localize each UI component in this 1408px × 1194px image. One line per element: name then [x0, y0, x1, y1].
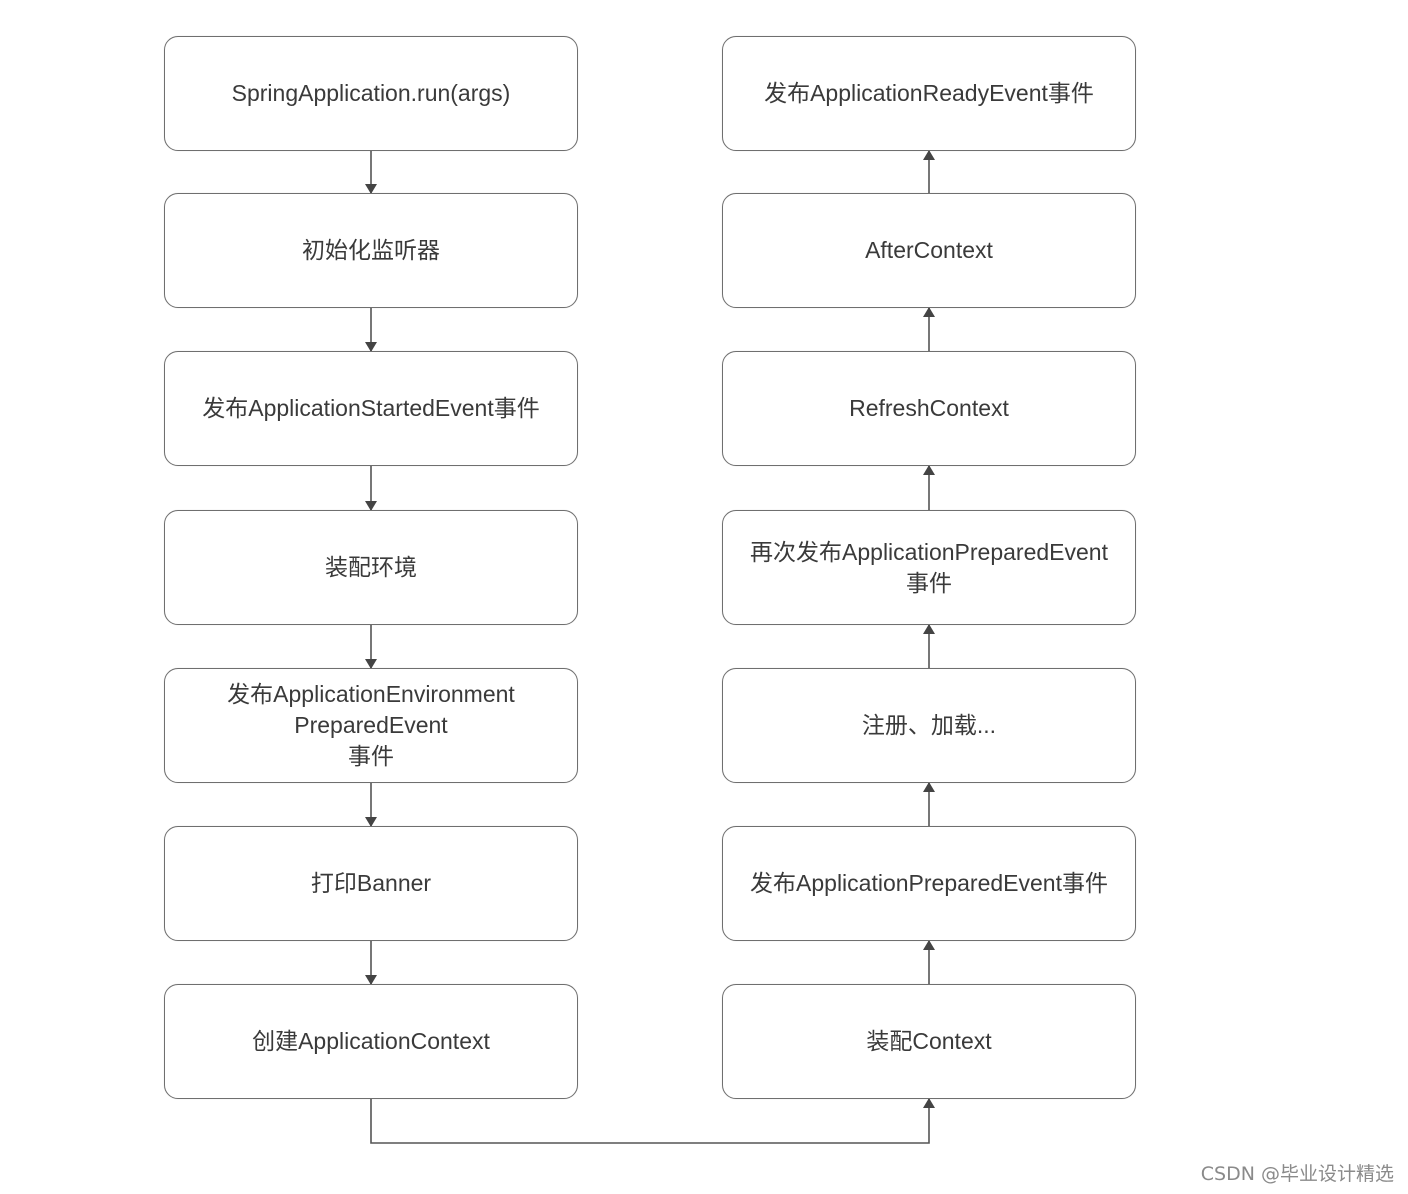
left-column-step-1: SpringApplication.run(args): [164, 36, 578, 151]
left-column-step-7: 创建ApplicationContext: [164, 984, 578, 1099]
right-column-step-1: 发布ApplicationReadyEvent事件: [722, 36, 1136, 151]
right-column-step-7: 装配Context: [722, 984, 1136, 1099]
left-column-step-4: 装配环境: [164, 510, 578, 625]
arrow-bottom-connector: [370, 1098, 935, 1144]
right-column-step-4: 再次发布ApplicationPreparedEvent 事件: [722, 510, 1136, 625]
right-column-step-2: AfterContext: [722, 193, 1136, 308]
left-column-step-6: 打印Banner: [164, 826, 578, 941]
right-column-step-3: RefreshContext: [722, 351, 1136, 466]
left-column-step-2: 初始化监听器: [164, 193, 578, 308]
left-column-step-3: 发布ApplicationStartedEvent事件: [164, 351, 578, 466]
right-column-step-5: 注册、加载...: [722, 668, 1136, 783]
watermark: CSDN @毕业设计精选: [1200, 1163, 1394, 1185]
right-column-step-6: 发布ApplicationPreparedEvent事件: [722, 826, 1136, 941]
left-column-step-5: 发布ApplicationEnvironment PreparedEvent 事…: [164, 668, 578, 783]
